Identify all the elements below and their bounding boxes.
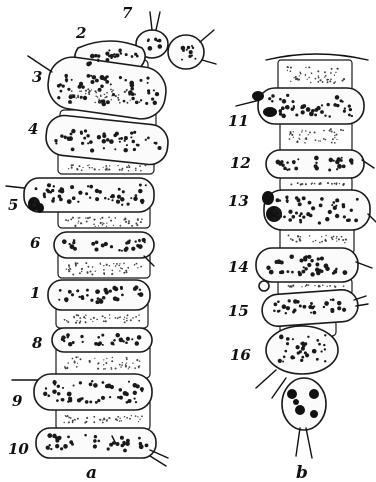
label-8: 8	[32, 334, 43, 352]
label-13: 13	[228, 192, 249, 210]
head-capsule	[168, 35, 204, 69]
label-4: 4	[28, 120, 38, 138]
segment-a-10	[36, 428, 156, 458]
terminal-segment	[282, 378, 326, 430]
caption-b: b	[296, 463, 308, 482]
label-12: 12	[230, 154, 251, 172]
segment-a-1	[48, 280, 150, 310]
label-15: 15	[228, 302, 249, 320]
label-6: 6	[30, 234, 41, 252]
label-5: 5	[8, 196, 18, 214]
label-2: 2	[75, 24, 86, 42]
label-7: 7	[122, 4, 133, 22]
small-ring	[259, 281, 269, 291]
label-3: 3	[32, 68, 42, 86]
label-14: 14	[228, 258, 249, 276]
label-10: 10	[8, 440, 29, 458]
caption-a: a	[86, 463, 97, 482]
label-9: 9	[12, 392, 23, 410]
label-1: 1	[30, 284, 40, 302]
cut-edge	[266, 54, 368, 60]
label-11: 11	[228, 112, 249, 130]
label-16: 16	[230, 346, 251, 364]
segment-a-8	[52, 328, 152, 352]
segment-b-14	[256, 248, 358, 282]
part-a-specimen: 7 2 3 4 5 6 1 8 9 10 a	[6, 4, 216, 482]
part-b-specimen: 11 12 13 14 15 16 b	[228, 54, 376, 482]
